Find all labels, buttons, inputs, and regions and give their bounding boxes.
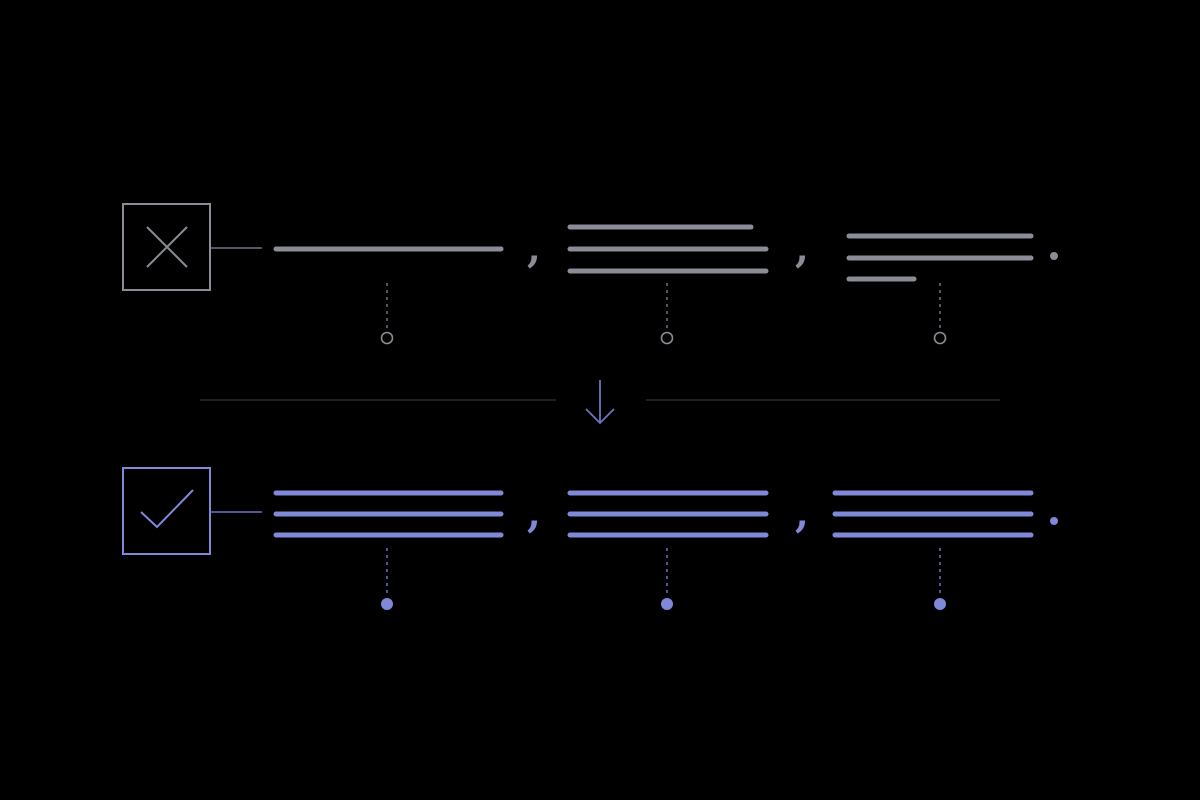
segment-before-3 [846, 233, 1034, 282]
hollow-marker [660, 331, 674, 345]
x-icon [146, 226, 188, 268]
punctuation-mark: , [527, 225, 541, 272]
punctuation-mark: , [795, 490, 809, 537]
filled-marker [934, 598, 946, 610]
check-icon [140, 489, 194, 529]
period-dot [1050, 517, 1058, 525]
punctuation-mark: , [795, 225, 809, 272]
markers-before [380, 283, 947, 345]
arrow-down-icon [585, 380, 615, 425]
segment-before-2 [567, 224, 769, 274]
period-dot [1050, 252, 1058, 260]
status-box-before [122, 203, 211, 291]
row-before: , , [122, 203, 1058, 345]
row-after: , , [122, 467, 1058, 610]
status-box-after [122, 467, 211, 555]
punctuation-mark: , [527, 490, 541, 537]
hollow-marker [933, 331, 947, 345]
segment-after-1 [273, 490, 504, 538]
markers-after [381, 548, 946, 610]
filled-marker [661, 598, 673, 610]
transition [200, 380, 1000, 425]
hollow-marker [380, 331, 394, 345]
segment-after-3 [832, 490, 1034, 538]
segment-after-2 [567, 490, 769, 538]
filled-marker [381, 598, 393, 610]
